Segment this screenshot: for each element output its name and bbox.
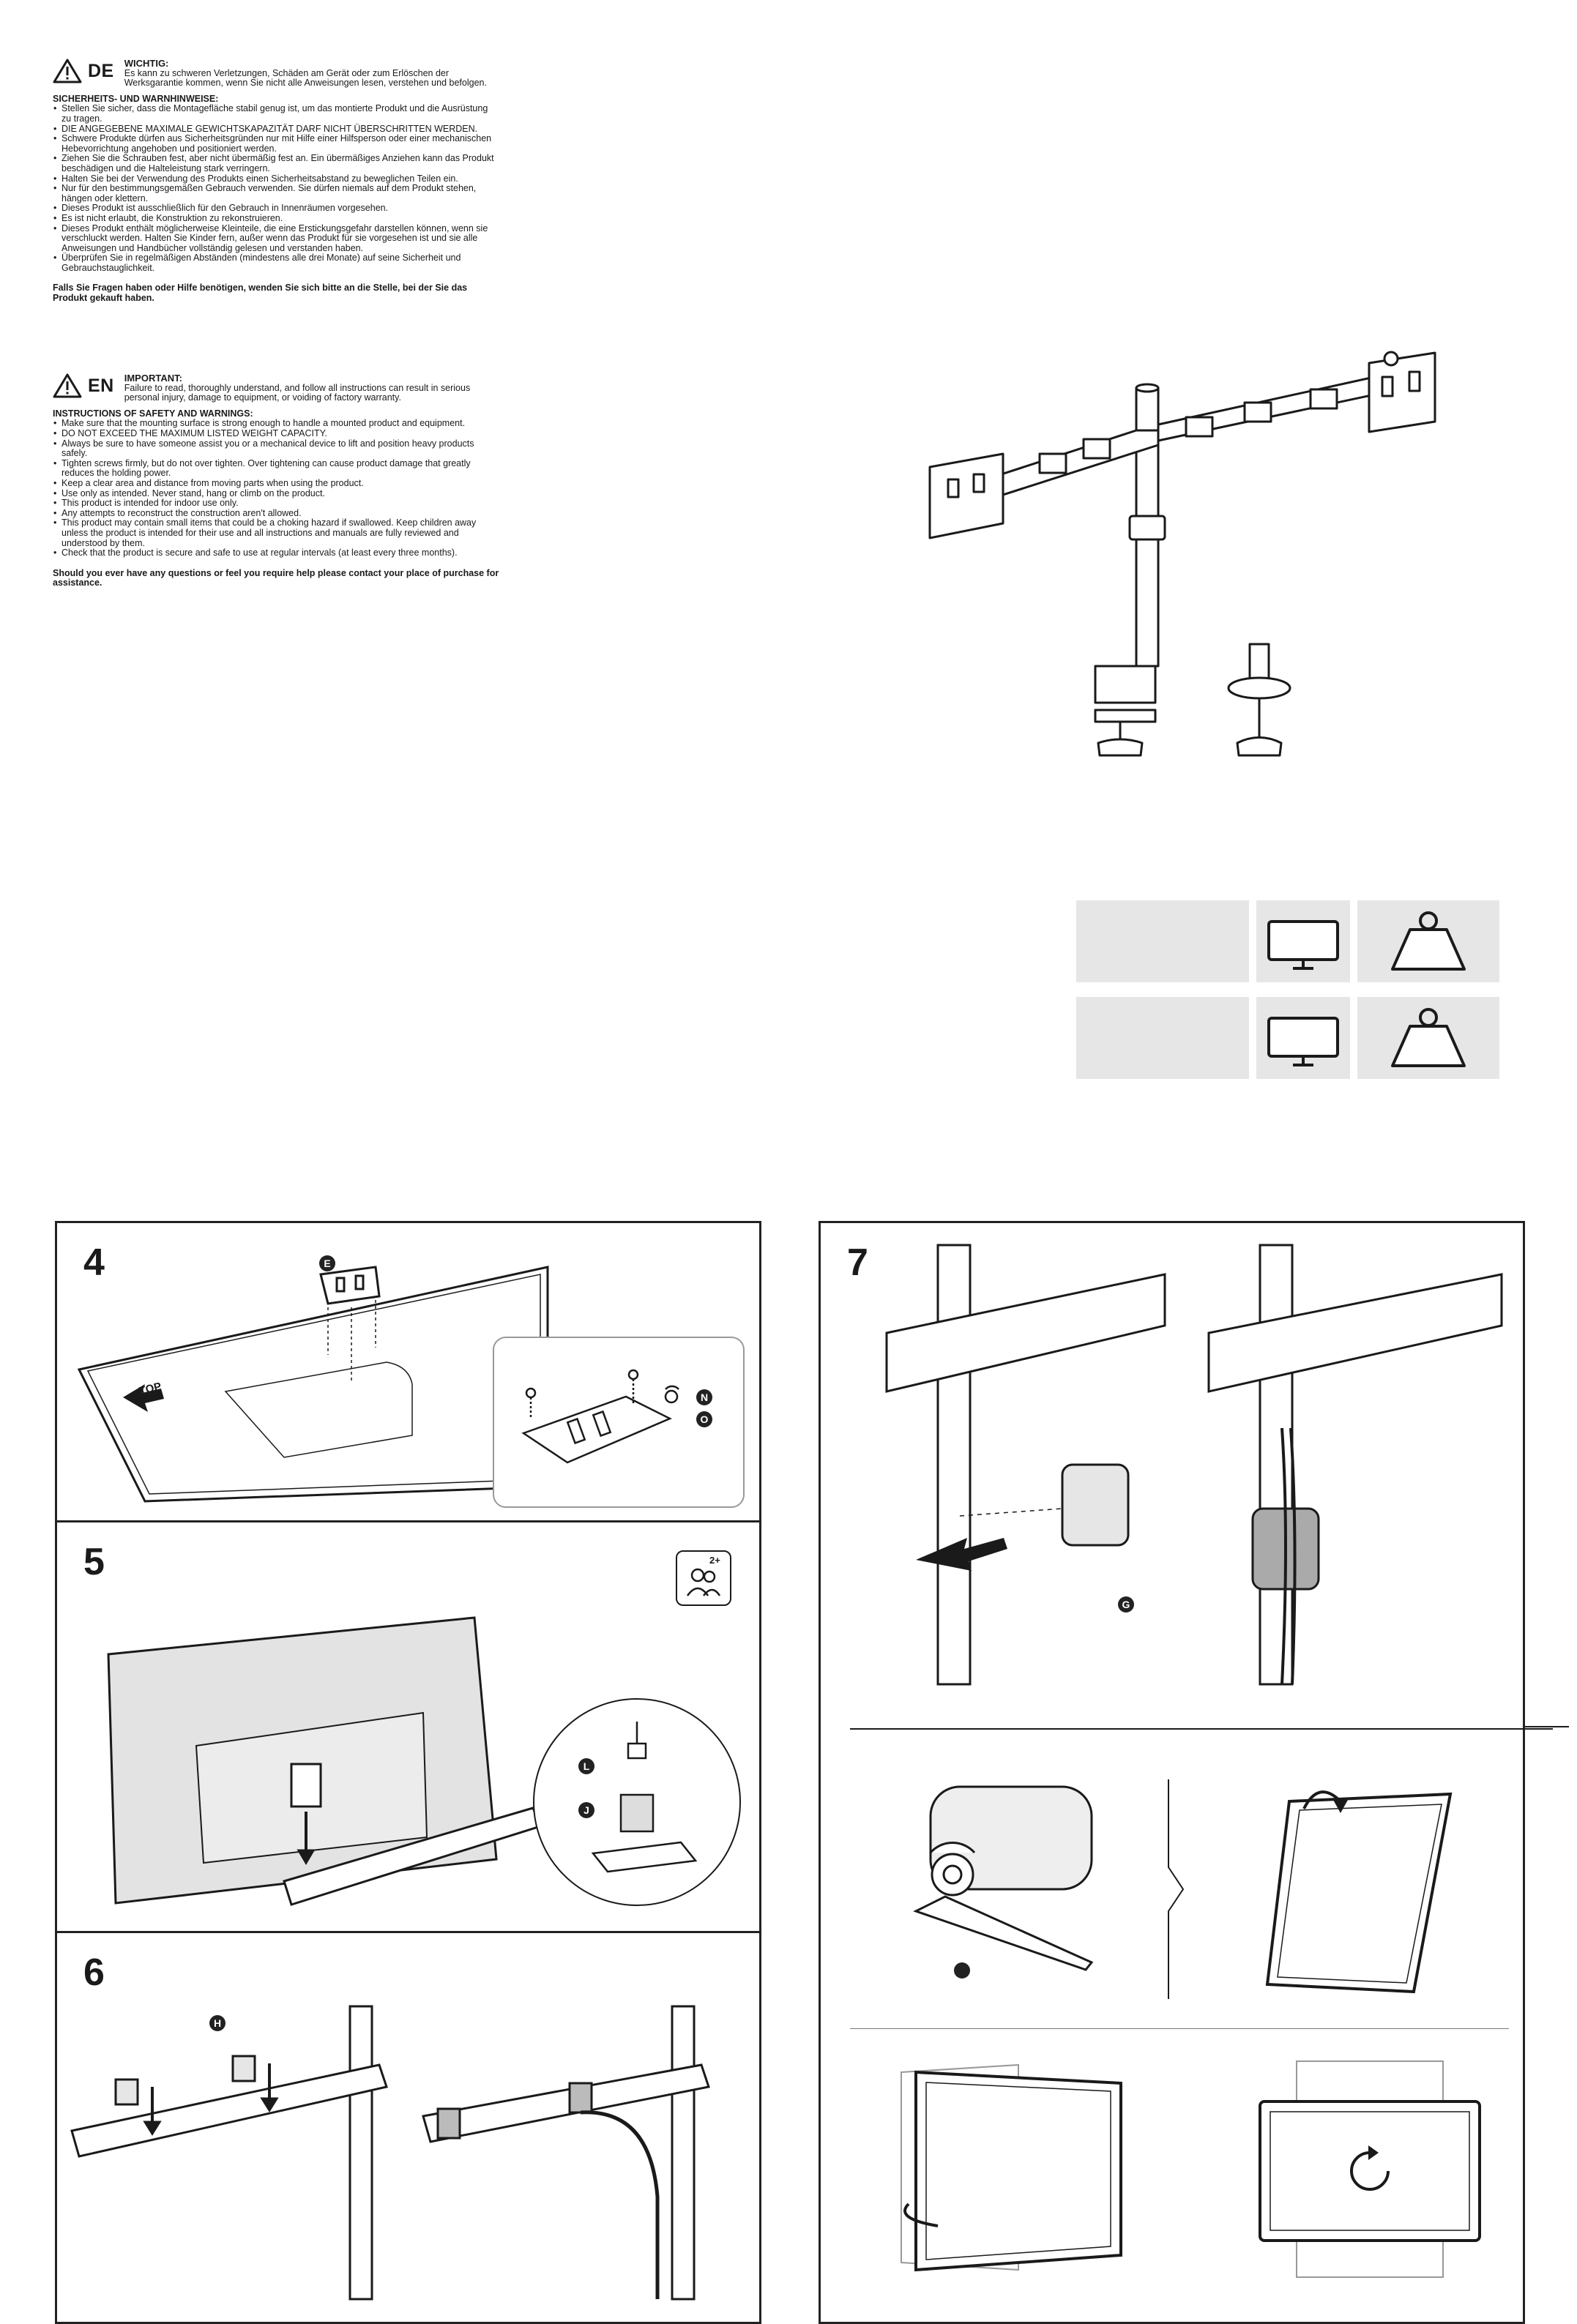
detail-inset: N O — [493, 1337, 745, 1508]
list-item: Always be sure to have someone assist yo… — [53, 438, 499, 459]
warning-intro: Es kann zu schweren Verletzungen, Schäde… — [124, 67, 487, 89]
warning-title: WICHTIG: — [124, 58, 169, 69]
detail-circle: L J — [533, 1698, 741, 1906]
person-count: 2+ — [709, 1555, 720, 1566]
part-label-L: L — [578, 1758, 594, 1774]
list-item: Dieses Produkt ist ausschließlich für de… — [53, 203, 499, 214]
step-chevron — [1168, 1779, 1185, 1999]
part-label-R — [954, 1962, 970, 1979]
list-item: Stellen Sie sicher, dass die Montagefläc… — [53, 104, 499, 124]
warning-triangle-icon — [53, 373, 82, 398]
two-person-icon — [686, 1568, 721, 1596]
spec-cell-monitor — [1256, 997, 1350, 1079]
part-label-E: E — [319, 1255, 335, 1271]
dual-monitor-arm-illustration — [928, 351, 1436, 757]
tilt-illustration — [1265, 1790, 1453, 1994]
swivel-illustration — [901, 2063, 1122, 2272]
warning-title: IMPORTANT: — [124, 373, 182, 384]
safety-heading: SICHERHEITS- UND WARNHINWEISE: — [53, 93, 219, 104]
cable-clip-routed-illustration — [1207, 1244, 1503, 1686]
list-item: Dieses Produkt enthält möglicherweise Kl… — [53, 223, 499, 254]
safety-list: Stellen Sie sicher, dass die Montagefläc… — [53, 104, 499, 273]
cable-clip-attach-illustration — [885, 1244, 1166, 1686]
list-item: DIE ANGEGEBENE MAXIMALE GEWICHTSKAPAZITÄ… — [53, 124, 499, 135]
contact-note: Falls Sie Fragen haben oder Hilfe benöti… — [53, 283, 468, 304]
arm-clip-illustration-left — [70, 2005, 388, 2301]
monitor-icon — [1267, 1017, 1339, 1066]
divider-extension — [1525, 1726, 1569, 1727]
step-7-panel: 7 G — [819, 1221, 1553, 2324]
monitor-icon — [1267, 920, 1339, 970]
list-item: Tighten screws firmly, but do not over t… — [53, 458, 499, 479]
warning-triangle-icon — [53, 59, 82, 83]
list-item: Schwere Produkte dürfen aus Sicherheitsg… — [53, 133, 499, 154]
part-label-H: H — [209, 2015, 225, 2031]
step-number: 5 — [83, 1541, 105, 1583]
knob-detail — [591, 1722, 698, 1873]
rotate-illustration — [1259, 2060, 1481, 2278]
step-6-panel: 6 H — [55, 1931, 761, 2324]
list-item: Nur für den bestimmungsgemäßen Gebrauch … — [53, 183, 499, 203]
language-code: EN — [88, 375, 114, 396]
list-item: Keep a clear area and distance from movi… — [53, 478, 499, 489]
two-person-lift-badge: 2+ — [676, 1550, 731, 1606]
contact-note: Should you ever have any questions or fe… — [53, 567, 499, 589]
part-label-O: O — [696, 1411, 712, 1427]
list-item: This product is intended for indoor use … — [53, 498, 499, 509]
list-item: DO NOT EXCEED THE MAXIMUM LISTED WEIGHT … — [53, 428, 499, 439]
warning-intro: Failure to read, thoroughly understand, … — [124, 382, 471, 403]
safety-list: Make sure that the mounting surface is s… — [53, 419, 499, 558]
list-item: Halten Sie bei der Verwendung des Produk… — [53, 173, 499, 184]
tension-adjust-illustration — [913, 1785, 1094, 1971]
list-item: Any attempts to reconstruct the construc… — [53, 508, 499, 519]
weight-icon — [1391, 911, 1466, 971]
warning-block-en: EN IMPORTANT: Failure to read, thoroughl… — [53, 373, 499, 589]
spec-cell-monitor — [1256, 900, 1350, 982]
step-4-panel: 4 TOP E — [55, 1221, 761, 1522]
monitor-mounting-illustration — [107, 1616, 542, 1906]
part-label-N: N — [696, 1389, 712, 1405]
step-5-panel: 5 2+ L J — [55, 1520, 761, 1934]
spec-cell-weight — [1357, 900, 1499, 982]
spec-cell-label — [1076, 900, 1249, 982]
list-item: This product may contain small items tha… — [53, 518, 499, 548]
part-label-G: G — [1118, 1596, 1134, 1613]
divider — [850, 1728, 1553, 1730]
step-number: 4 — [83, 1241, 105, 1284]
list-item: Es ist nicht erlaubt, die Konstruktion z… — [53, 213, 499, 224]
list-item: Check that the product is secure and saf… — [53, 548, 499, 558]
spec-cell-weight — [1357, 997, 1499, 1079]
spec-cell-label — [1076, 997, 1249, 1079]
vesa-plate-detail — [521, 1369, 679, 1464]
weight-icon — [1391, 1008, 1466, 1067]
list-item: Ziehen Sie die Schrauben fest, aber nich… — [53, 153, 499, 173]
divider — [850, 2028, 1509, 2029]
language-code: DE — [88, 61, 114, 81]
step-number: 7 — [847, 1241, 868, 1284]
list-item: Use only as intended. Never stand, hang … — [53, 488, 499, 499]
safety-heading: INSTRUCTIONS OF SAFETY AND WARNINGS: — [53, 408, 253, 419]
list-item: Make sure that the mounting surface is s… — [53, 419, 499, 429]
warning-block-de: DE WICHTIG: Es kann zu schweren Verletzu… — [53, 59, 499, 304]
arm-clip-illustration-right — [422, 2005, 710, 2301]
step-number: 6 — [83, 1951, 105, 1994]
list-item: Überprüfen Sie in regelmäßigen Abständen… — [53, 253, 499, 273]
part-label-J: J — [578, 1802, 594, 1818]
